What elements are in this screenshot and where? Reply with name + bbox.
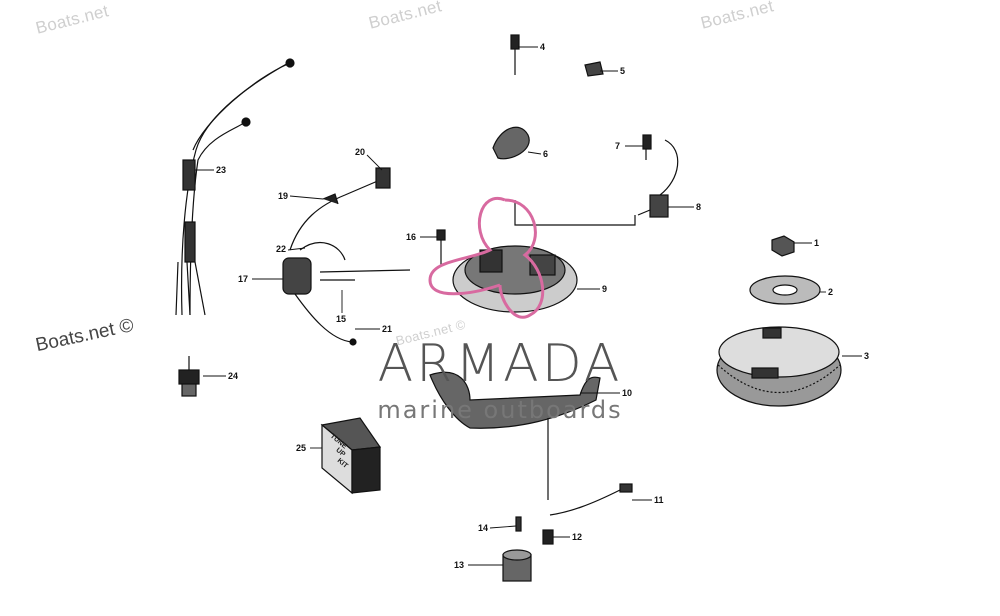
callout-16: 16 — [406, 232, 417, 242]
wire-harness-part — [175, 58, 295, 316]
callout-10: 10 — [622, 388, 633, 398]
callout-1: 1 — [814, 238, 820, 248]
callout-20: 20 — [355, 147, 366, 157]
callout-19: 19 — [278, 191, 289, 201]
spark-plug-part — [178, 356, 200, 397]
callout-23: 23 — [216, 165, 227, 175]
callout-3: 3 — [864, 351, 870, 361]
tune-up-kit-box — [320, 417, 382, 495]
callout-22: 22 — [276, 244, 287, 254]
wire-part-11 — [549, 483, 633, 516]
screw-part-4 — [510, 34, 520, 75]
callout-4: 4 — [540, 42, 546, 52]
screw-part-16 — [436, 229, 446, 265]
key-part-14 — [515, 516, 522, 532]
brand-logo-mark — [428, 196, 545, 319]
bracket-part-10 — [429, 371, 601, 500]
callout-6: 6 — [543, 149, 549, 159]
leader-lines — [195, 46, 862, 566]
callout-24: 24 — [228, 371, 239, 381]
brand-title: ARMADA — [377, 334, 623, 394]
washer-part-2 — [749, 275, 821, 305]
callout-9: 9 — [602, 284, 608, 294]
screw-part-12 — [542, 529, 554, 545]
callout-25: 25 — [296, 443, 307, 453]
callout-17: 17 — [238, 274, 249, 284]
callout-21: 21 — [382, 324, 393, 334]
callout-13: 13 — [454, 560, 465, 570]
callout-8: 8 — [696, 202, 702, 212]
nut-part-1 — [771, 235, 795, 257]
callout-12: 12 — [572, 532, 583, 542]
callout-7: 7 — [615, 141, 621, 151]
brand-subtitle: marine outboards — [377, 396, 623, 424]
flywheel-part-3 — [716, 326, 842, 407]
point-set-part-6 — [492, 126, 530, 160]
callout-2: 2 — [828, 287, 834, 297]
callout-5: 5 — [620, 66, 626, 76]
condenser-parts — [637, 134, 679, 218]
bushing-part-13 — [502, 549, 532, 582]
callout-15: 15 — [336, 314, 347, 324]
callout-11: 11 — [654, 495, 664, 505]
callout-14: 14 — [478, 523, 489, 533]
clip-part-5 — [584, 61, 604, 77]
coil-assembly-part-17 — [282, 167, 411, 346]
